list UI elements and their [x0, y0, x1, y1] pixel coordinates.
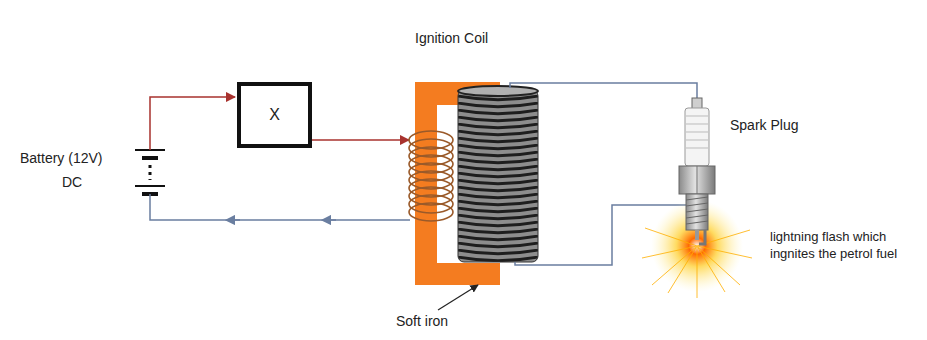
- battery-type: DC: [62, 174, 82, 191]
- current-arrow: [326, 219, 336, 221]
- coil-title: Ignition Coil: [415, 30, 488, 47]
- primary-coil: [409, 131, 453, 221]
- leader-arrow: [438, 285, 478, 310]
- battery-symbol: [135, 150, 165, 194]
- part-label: Spark Plug: [730, 117, 798, 134]
- secondary-coil: [458, 86, 538, 262]
- spark-plug: [679, 98, 715, 244]
- switch-box: X: [237, 82, 312, 148]
- switch-wire: [312, 139, 409, 141]
- ht-wire: [510, 83, 697, 98]
- part-label: Soft iron: [396, 313, 448, 330]
- current-arrow: [230, 219, 240, 221]
- spark-note: lightning flash which ingnites the petro…: [770, 228, 922, 262]
- return-wire: [150, 194, 410, 220]
- box-label: X: [269, 106, 280, 124]
- battery-label: Battery (12V): [20, 150, 102, 167]
- positive-wire: [150, 97, 235, 150]
